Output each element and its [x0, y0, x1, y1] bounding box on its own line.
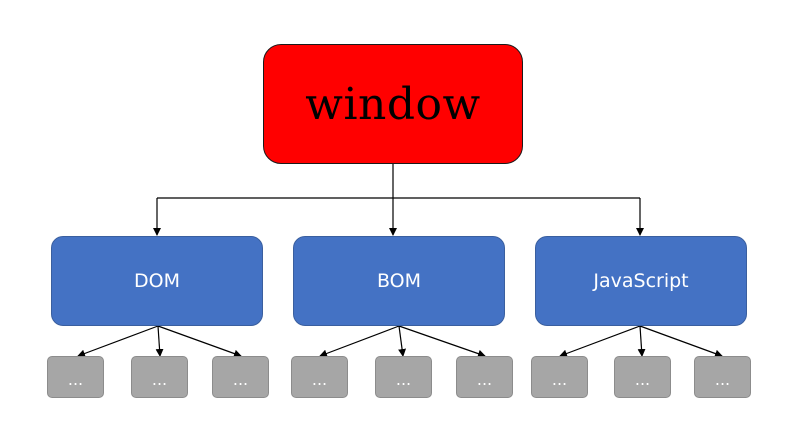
arrow-dom-leaf-2: [155, 325, 164, 357]
leaf-label: ...: [151, 369, 168, 389]
arrow-bom-leaf-1: [319, 325, 400, 358]
bom-leaf-3: ...: [456, 356, 513, 398]
javascript-leaf-1: ...: [531, 356, 588, 398]
dom-leaf-1: ...: [47, 356, 104, 398]
javascript-leaf-2: ...: [614, 356, 671, 398]
leaf-label: ...: [311, 369, 328, 389]
arrow-bom-leaf-3: [398, 325, 486, 358]
javascript-leaf-3: ...: [694, 356, 751, 398]
dom-leaf-2: ...: [131, 356, 188, 398]
dom-leaf-3: ...: [212, 356, 269, 398]
window-node-label: window: [305, 78, 481, 130]
javascript-node: JavaScript: [535, 236, 747, 326]
javascript-node-label: JavaScript: [593, 270, 689, 292]
arrow-bom-leaf-2: [398, 325, 407, 357]
leaf-label: ...: [67, 369, 84, 389]
leaf-label: ...: [551, 369, 568, 389]
window-node: window: [263, 44, 523, 164]
arrow-dom-leaf-3: [157, 325, 242, 358]
leaf-label: ...: [476, 369, 493, 389]
arrow-dom-leaf-1: [77, 325, 159, 358]
bom-node: BOM: [293, 236, 505, 326]
dom-node: DOM: [51, 236, 263, 326]
dom-node-label: DOM: [134, 270, 180, 292]
bom-leaf-1: ...: [291, 356, 348, 398]
leaf-label: ...: [714, 369, 731, 389]
arrow-javascript-leaf-1: [559, 325, 641, 358]
arrow-javascript-leaf-3: [639, 325, 723, 358]
bom-leaf-2: ...: [375, 356, 432, 398]
bom-node-label: BOM: [376, 270, 422, 292]
leaf-label: ...: [395, 369, 412, 389]
leaf-label: ...: [232, 369, 249, 389]
leaf-label: ...: [634, 369, 651, 389]
arrow-javascript-leaf-2: [637, 325, 646, 357]
